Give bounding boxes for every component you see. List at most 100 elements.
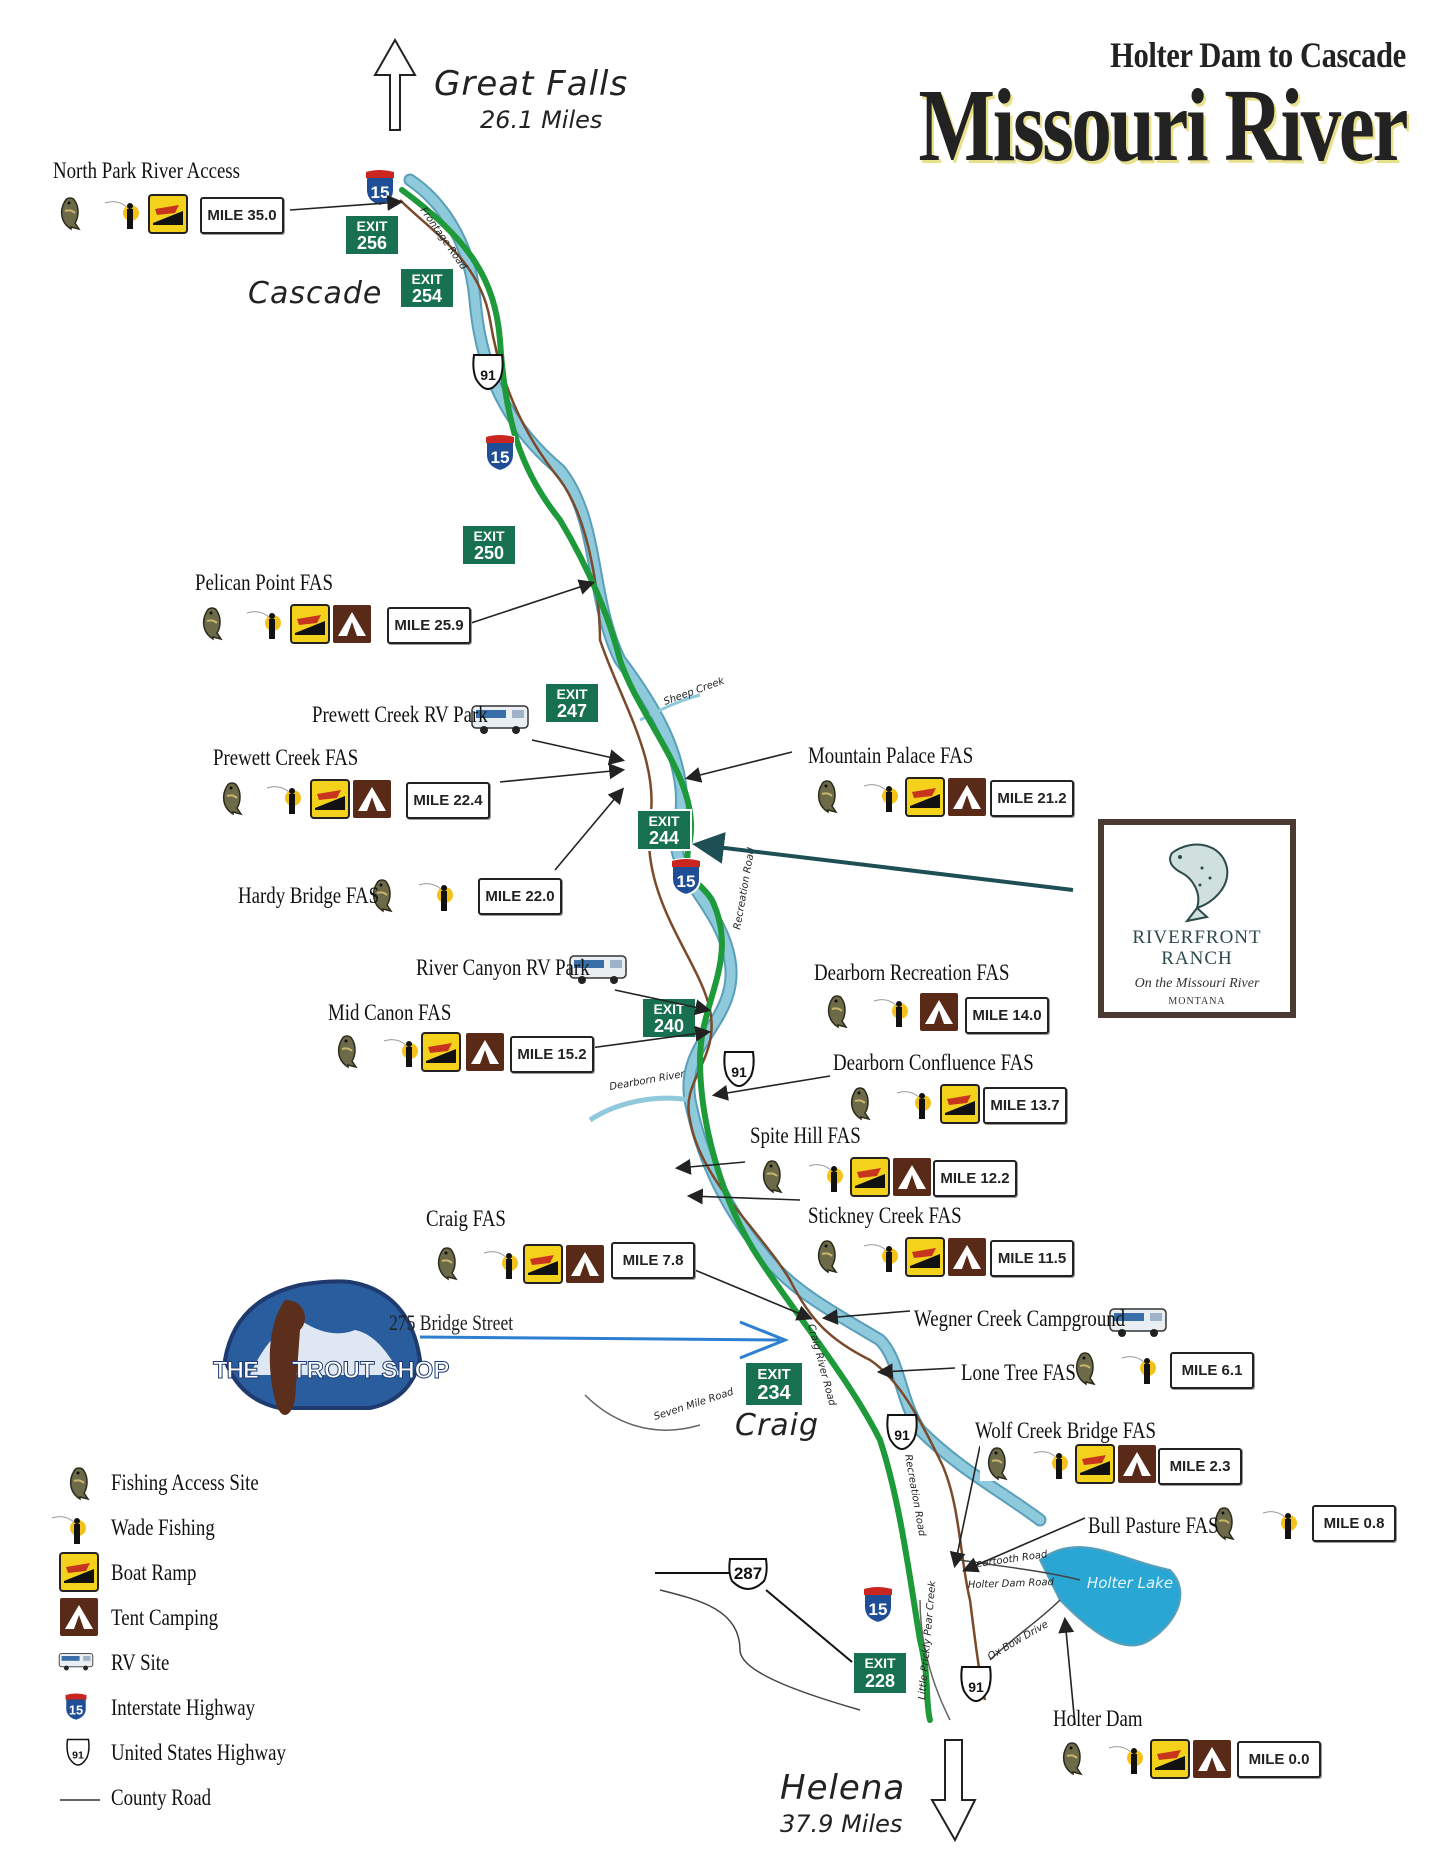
trout-shop-name: TROUT SHOP (292, 1357, 449, 1384)
wade-icon (383, 1039, 419, 1068)
site-name-wolf-creek-bridge-fas: Wolf Creek Bridge FAS (975, 1418, 1156, 1443)
svg-text:254: 254 (412, 286, 442, 306)
boat-ramp-icon (1075, 1444, 1115, 1484)
mile-spite-hill-fas: MILE 12.2 (933, 1160, 1017, 1197)
county-roads (584, 1394, 1081, 1721)
fish-icon (429, 1244, 467, 1282)
legend-label-tent-camping: Tent Camping (111, 1605, 219, 1630)
boat-ramp-icon (850, 1157, 890, 1197)
pointer-lines (289, 194, 1086, 1726)
ox-bow-drive-label: Ox Bow Drive (986, 1619, 1050, 1663)
site-name-north-park-river-access: North Park River Access (53, 158, 240, 183)
riverfront-line2: RANCH (1161, 947, 1233, 969)
svg-text:91: 91 (894, 1427, 910, 1443)
mountain-palace-fas-icons (809, 777, 986, 817)
south-arrow-icon (930, 1739, 977, 1843)
mile-craig-fas: MILE 7.8 (611, 1242, 695, 1279)
mile-holter-dam: MILE 0.0 (1237, 1741, 1321, 1778)
wade-icon (246, 611, 282, 640)
tent-icon (1118, 1445, 1156, 1483)
holter-lake-label: Holter Lake (1087, 1574, 1173, 1592)
svg-text:240: 240 (654, 1016, 684, 1036)
legend-label-united-states-highway: United States Highway (111, 1740, 286, 1765)
fish-icon (809, 1237, 847, 1275)
svg-text:15: 15 (869, 1600, 888, 1619)
highway-287-shield: 287 (728, 1558, 768, 1591)
map-title: Missouri River (918, 68, 1408, 183)
riverfront-state: MONTANA (1168, 995, 1226, 1007)
site-name-bull-pasture-fas: Bull Pasture FAS (1088, 1513, 1219, 1538)
great-falls-label: Great Falls (434, 64, 629, 104)
us-91-shield-south: 91 (886, 1414, 918, 1450)
interstate-15-road (399, 187, 933, 1723)
svg-text:EXIT: EXIT (473, 528, 505, 544)
stickney-creek-fas-icons (809, 1237, 986, 1277)
great-falls-distance: 26.1 Miles (480, 106, 603, 134)
site-name-craig-fas: Craig FAS (426, 1206, 506, 1231)
fish-icon (214, 779, 252, 817)
site-name-spite-hill-fas: Spite Hill FAS (750, 1123, 861, 1148)
site-name-hardy-bridge-fas: Hardy Bridge FAS (238, 883, 380, 908)
interstate-15-shield-mid: 15 (671, 858, 701, 896)
recreation-road-label-north: Recreation Road (732, 846, 757, 930)
north-arrow-icon (373, 37, 417, 131)
fish-icon (1054, 1739, 1092, 1777)
helena-label: Helena (780, 1768, 906, 1808)
wade-icon (418, 883, 454, 912)
wade-icon (896, 1091, 932, 1120)
tent-icon (1193, 1740, 1231, 1778)
svg-text:287: 287 (734, 1564, 762, 1583)
boat-ramp-icon (940, 1084, 980, 1124)
svg-text:91: 91 (480, 367, 496, 383)
holter-dam-road-label: Holter Dam Road (968, 1577, 1055, 1591)
site-name-mid-canon-fas: Mid Canon FAS (328, 1000, 452, 1025)
craig-fas-icons (429, 1244, 604, 1284)
trout-shop-arrow (419, 1320, 790, 1360)
legend-label-interstate-highway: Interstate Highway (111, 1695, 256, 1720)
wade-icon (1108, 1746, 1144, 1775)
riverfront-line1: RIVERFRONT (1132, 927, 1262, 948)
mile-mid-canon-fas: MILE 15.2 (510, 1036, 594, 1073)
legend-boat-ramp-icon (59, 1552, 99, 1592)
svg-text:247: 247 (557, 701, 587, 721)
site-name-dearborn-confluence-fas: Dearborn Confluence FAS (833, 1050, 1034, 1075)
craig-label: Craig (735, 1408, 820, 1443)
legend-us-shield-icon: 91 (66, 1738, 90, 1766)
svg-text:234: 234 (757, 1382, 791, 1404)
wade-icon (483, 1251, 519, 1280)
interstate-15-shield-north: 15 (365, 169, 395, 207)
svg-text:15: 15 (677, 872, 696, 891)
wade-icon (1121, 1356, 1157, 1385)
dearborn-recreation-fas-icons (819, 992, 958, 1031)
wade-icon (863, 784, 899, 813)
mile-hardy-bridge-fas: MILE 22.0 (478, 878, 562, 915)
wolf-creek-bridge-fas-icons (979, 1444, 1156, 1484)
leaping-trout-icon (1169, 843, 1229, 923)
boat-ramp-icon (421, 1032, 461, 1072)
svg-text:EXIT: EXIT (556, 686, 588, 702)
us-91-road (399, 199, 987, 1701)
tent-icon (466, 1033, 504, 1071)
legend-label-boat-ramp: Boat Ramp (111, 1560, 197, 1585)
site-name-stickney-creek-fas: Stickney Creek FAS (808, 1203, 962, 1228)
site-name-holter-dam: Holter Dam (1053, 1706, 1143, 1731)
tent-icon (566, 1245, 604, 1283)
cascade-label: Cascade (248, 276, 383, 311)
tent-icon (920, 993, 958, 1031)
us-91-shield-holter: 91 (960, 1666, 992, 1702)
map-subtitle: Holter Dam to Cascade (1110, 35, 1406, 75)
legend-label-rv-site: RV Site (111, 1650, 170, 1675)
fish-icon (819, 992, 857, 1030)
svg-text:256: 256 (357, 233, 387, 253)
riverfront-tagline: On the Missouri River (1134, 975, 1260, 991)
dearborn-river-label: Dearborn River (609, 1069, 687, 1093)
spite-hill-fas-icons (754, 1157, 931, 1197)
boat-ramp-icon (1150, 1739, 1190, 1779)
svg-text:91: 91 (968, 1679, 984, 1695)
tent-icon (333, 605, 371, 643)
